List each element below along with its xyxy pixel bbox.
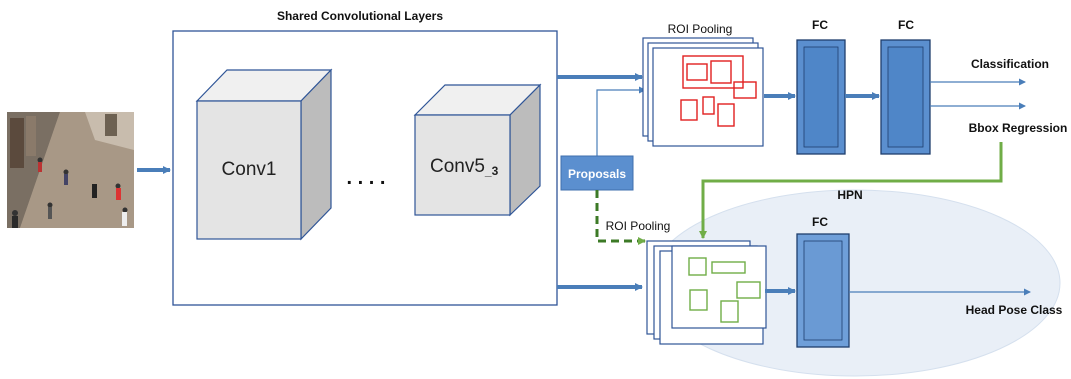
conv5-label: Conv5_3 xyxy=(430,156,499,178)
roi-pooling-top-label: ROI Pooling xyxy=(668,22,733,36)
conv5-block: Conv5_3 xyxy=(413,83,542,217)
proposals-label: Proposals xyxy=(568,167,626,181)
conv1-label: Conv1 xyxy=(222,159,277,180)
fc2-label: FC xyxy=(898,18,914,32)
shared-conv-title: Shared Convolutional Layers xyxy=(277,9,443,23)
proposals-to-roi-bottom-dashed xyxy=(595,190,646,245)
conv1-block: Conv1 xyxy=(195,68,333,241)
fc2-block xyxy=(880,39,931,155)
fc3-block xyxy=(796,233,850,348)
roi-pooling-bottom-stack xyxy=(646,240,767,345)
head-pose-class-label: Head Pose Class xyxy=(966,303,1063,317)
conv5-subscript: _3 xyxy=(484,164,499,178)
bbox-to-hpn-green-line xyxy=(699,142,1003,239)
roi-pooling-bottom-label: ROI Pooling xyxy=(606,219,671,233)
fc3-label: FC xyxy=(812,215,828,229)
fc1-label: FC xyxy=(812,18,828,32)
proposals-to-roi-top-line xyxy=(596,86,646,156)
classification-label: Classification xyxy=(971,57,1049,71)
input-image xyxy=(7,112,134,228)
fc1-block xyxy=(796,39,846,155)
hpn-label: HPN xyxy=(837,188,862,202)
ellipsis: . . . . xyxy=(347,167,386,189)
bbox-regression-label: Bbox Regression xyxy=(969,121,1068,135)
roi-pooling-top-stack xyxy=(642,37,764,147)
